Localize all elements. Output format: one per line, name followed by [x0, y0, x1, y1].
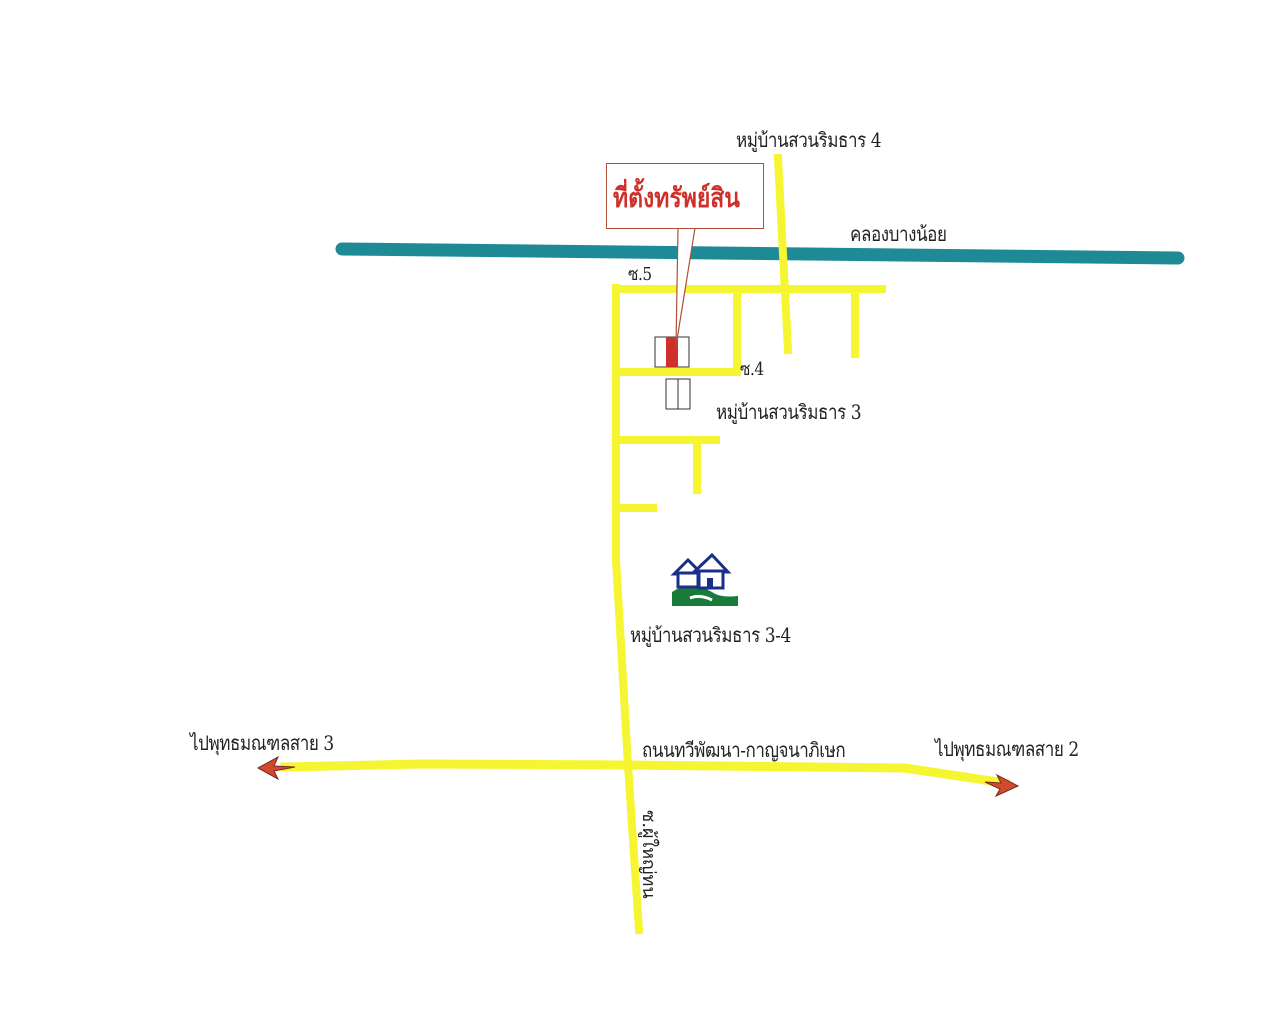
main-road	[280, 759, 1011, 789]
soi-4-label: ซ.4	[740, 359, 764, 380]
to-phutthamonthon-3-label: ไปพุทธมณฑลสาย 3	[190, 731, 334, 755]
village-3-4-label: หมู่บ้านสวนริมธาร 3-4	[630, 623, 791, 647]
roads	[280, 153, 1011, 935]
road-village-4	[773, 153, 793, 355]
property-label: ที่ตั้งทรัพย์สิน	[613, 183, 740, 214]
arrow-left-icon	[256, 755, 296, 781]
main-road-label: ถนนทวีพัฒนา-กาญจนาภิเษก	[642, 738, 846, 762]
property-marker	[654, 336, 691, 410]
village-4-label: หมู่บ้านสวนริมธาร 4	[736, 128, 882, 152]
canal-label: คลองบางน้อย	[850, 222, 947, 246]
to-phutthamonthon-2-label: ไปพุทธมณฑลสาย 2	[935, 737, 1079, 761]
canal-bang-noi	[335, 242, 1185, 265]
side-soi-label: ซ.ผู้ใหญ่ทน	[638, 810, 659, 899]
property-location-callout: ที่ตั้งทรัพย์สิน	[606, 163, 764, 229]
main-soi-road	[612, 284, 644, 935]
village-house-icon	[670, 552, 738, 606]
arrow-right-icon	[984, 773, 1020, 798]
village-3-label: หมู่บ้านสวนริมธาร 3	[716, 400, 862, 424]
soi-5-label: ซ.5	[628, 264, 652, 285]
